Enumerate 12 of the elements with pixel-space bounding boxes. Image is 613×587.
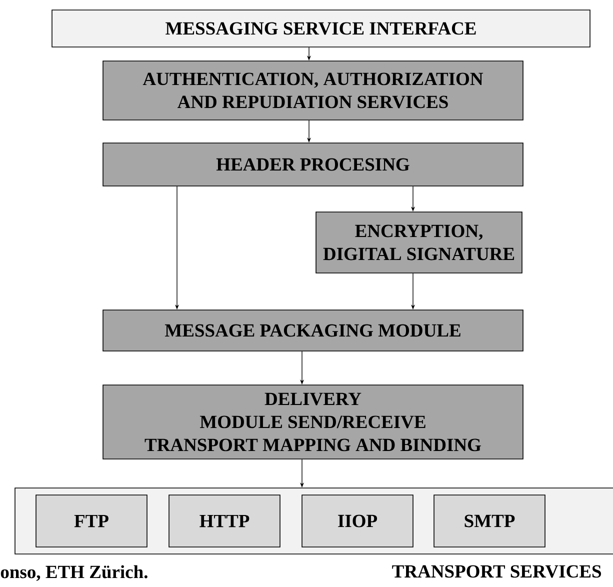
- module-box: AUTHENTICATION, AUTHORIZATION AND REPUDIATION SERVICES: [102, 60, 524, 120]
- module-box: MESSAGE PACKAGING MODULE: [102, 310, 524, 352]
- protocol-box: SMTP: [434, 494, 546, 548]
- protocol-box: HTTP: [168, 494, 280, 548]
- credit-note: onso, ETH Zürich.: [0, 565, 148, 581]
- module-box: ENCRYPTION, DIGITAL SIGNATURE: [316, 212, 522, 274]
- module-box: DELIVERY MODULE SEND/RECEIVE TRANSPORT MAPPING AND BINDING: [102, 384, 524, 460]
- protocol-box: IIOP: [302, 494, 414, 548]
- module-box: HEADER PROCESING: [102, 142, 524, 186]
- band-heading: TRANSPORT SERVICES: [392, 565, 601, 578]
- interface-box: MESSAGING SERVICE INTERFACE: [52, 10, 590, 48]
- protocol-box: FTP: [36, 494, 148, 548]
